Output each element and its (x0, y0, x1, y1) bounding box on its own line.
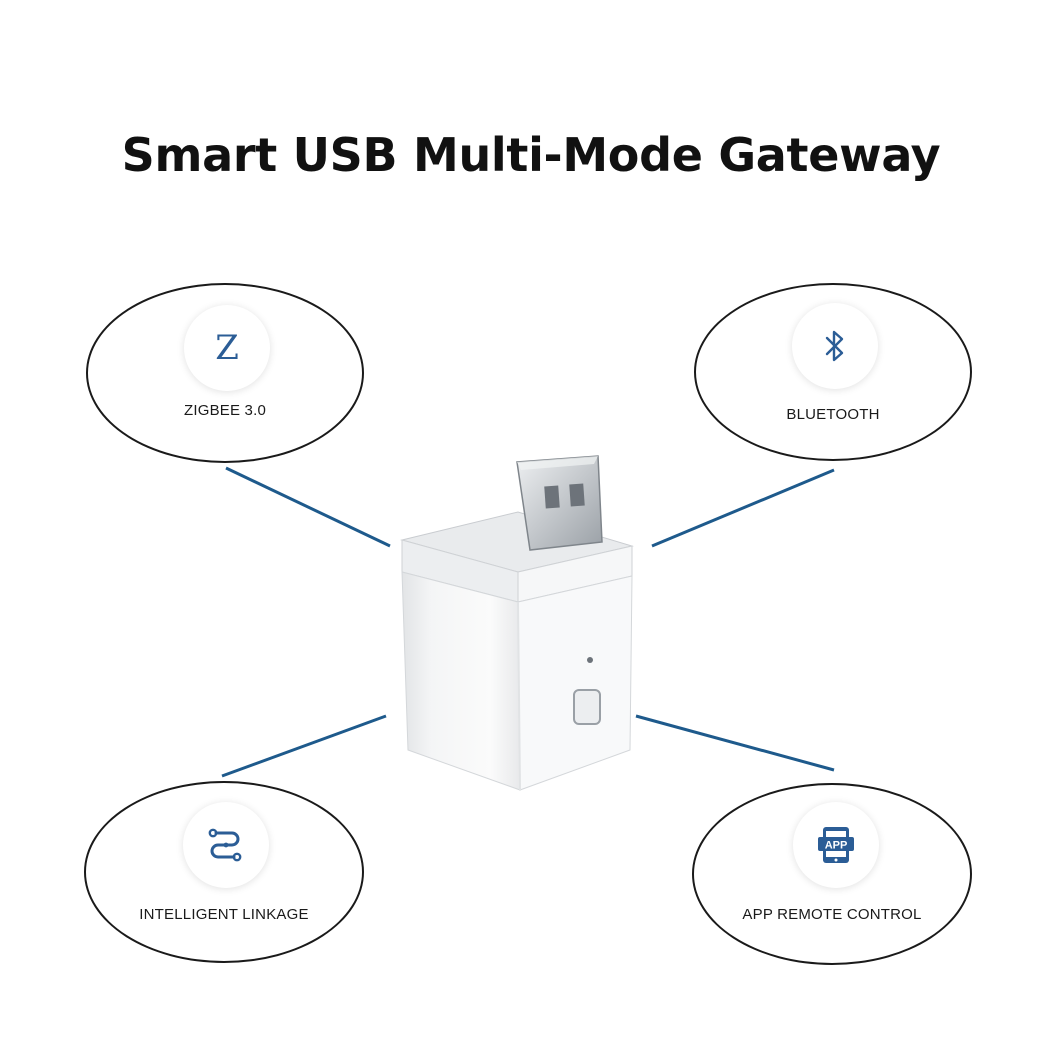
page-title: Smart USB Multi-Mode Gateway (121, 128, 941, 182)
dongle-body-left (401, 571, 521, 791)
connector-app (635, 714, 835, 772)
feature-label-app: APP REMOTE CONTROL (742, 906, 922, 923)
connector-bluetooth (651, 468, 835, 548)
linkage-icon (208, 828, 242, 862)
zigbee-icon-badge: Z (184, 305, 270, 391)
linkage-icon-badge (183, 802, 269, 888)
feature-bubble-zigbee: Z ZIGBEE 3.0 (86, 283, 364, 463)
bluetooth-icon-badge (792, 303, 878, 389)
feature-label-zigbee: ZIGBEE 3.0 (183, 402, 267, 419)
dongle-body-right (517, 575, 633, 791)
pairing-button (573, 689, 601, 725)
app-icon-badge: APP (793, 802, 879, 888)
app-phone-icon: APP (818, 827, 854, 863)
app-icon-text: APP (825, 840, 848, 852)
usb-gateway-dongle (400, 455, 634, 791)
feature-label-linkage: INTELLIGENT LINKAGE (139, 906, 309, 923)
zigbee-z-icon: Z (215, 328, 239, 368)
feature-bubble-linkage: INTELLIGENT LINKAGE (84, 781, 364, 963)
feature-bubble-app: APP APP REMOTE CONTROL (692, 783, 972, 965)
bluetooth-icon (825, 330, 844, 362)
usb-plug (516, 455, 603, 551)
feature-label-bluetooth: BLUETOOTH (786, 406, 880, 423)
connector-linkage (221, 714, 387, 778)
status-led (587, 657, 593, 663)
connector-zigbee (225, 466, 391, 548)
feature-bubble-bluetooth: BLUETOOTH (694, 283, 972, 461)
